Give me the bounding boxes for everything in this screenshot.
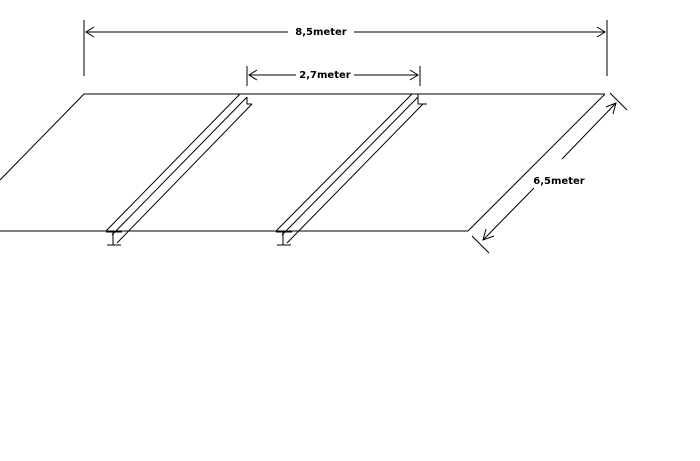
arrowhead-left [248,69,258,81]
beam-1-back-profile [246,97,252,105]
arrowhead-right [409,69,419,81]
beam-1-front-profile [106,231,122,246]
beam-2-edge-b [281,96,419,236]
total-width-label: 8,5meter [295,27,346,38]
dimension-beam-spacing: 2,7meter [246,66,421,86]
slab-left-edge [0,93,85,181]
dimension-total-width: 8,5meter [83,20,608,76]
beam-1-edge-b [111,96,248,236]
beam-2-edge-c [286,103,424,244]
arrowhead-right [596,26,606,38]
beam-spacing-label: 2,7meter [299,70,350,81]
floor-slab [0,93,606,232]
slab-right-edge [467,93,606,232]
dimension-depth: 6,5meter [471,92,628,254]
beam-1-edge-a [105,93,241,232]
depth-label: 6,5meter [533,176,584,187]
extension-line-bottom [471,235,490,254]
beam-1-edge-c [116,103,253,244]
i-beam-1 [105,93,253,246]
arrowhead-left [85,26,95,38]
i-beam-2 [275,93,427,246]
arrowhead-top [605,102,617,115]
beam-2-front-profile [276,231,292,246]
beam-2-back-profile [411,93,427,105]
arrowhead-bottom [482,228,495,241]
beam-2-edge-a [275,93,413,232]
extension-line-top [609,92,628,111]
